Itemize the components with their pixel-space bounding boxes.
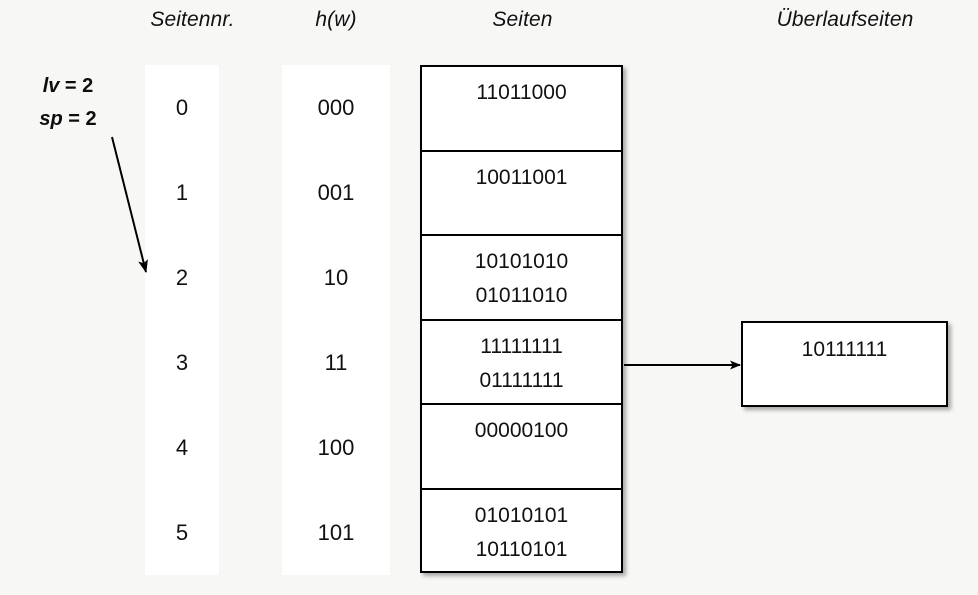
record-value: 01011010 [475, 284, 568, 308]
parameter-lv-name: lv [42, 75, 60, 97]
parameter-lv: lv = 2 [8, 70, 128, 103]
bucket-table-seiten: 11011000 10011001 10101010 01011010 1111… [420, 65, 623, 573]
column-hash-value: 000 001 10 11 100 101 [282, 65, 390, 575]
record-value: 10110101 [475, 537, 568, 561]
parameter-sp: sp = 2 [8, 103, 128, 136]
seitennr-cell: 5 [175, 519, 189, 545]
hash-parameters: lv = 2 sp = 2 [8, 70, 128, 136]
record-value: 00000100 [474, 419, 569, 443]
parameter-sp-value: = 2 [62, 108, 97, 130]
record-value: 01111111 [479, 368, 564, 392]
record-value: 10011001 [475, 165, 568, 189]
overflow-page-box: 10111111 [741, 321, 948, 407]
record-value: 01010101 [474, 503, 569, 527]
column-header-ueberlaufseiten: Überlaufseiten [776, 8, 914, 31]
hash-value-cell: 101 [317, 519, 355, 545]
column-seitennr: 0 1 2 3 4 5 [145, 65, 219, 575]
bucket-page-row: 11111111 01111111 [422, 321, 621, 406]
hash-value-cell: 11 [324, 349, 348, 375]
hash-value-cell: 000 [317, 94, 355, 120]
bucket-page-row: 10101010 01011010 [422, 236, 621, 321]
column-header-seiten: Seiten [492, 8, 553, 31]
hash-value-cell: 100 [317, 434, 355, 460]
parameter-sp-name: sp [39, 108, 63, 130]
split-pointer-arrow [111, 136, 148, 273]
record-value: 11111111 [480, 334, 563, 358]
seitennr-cell: 3 [175, 349, 189, 375]
column-header-seitennr: Seitennr. [150, 8, 235, 31]
seitennr-cell: 4 [175, 434, 189, 460]
hash-value-cell: 001 [317, 179, 355, 205]
seitennr-cell: 1 [175, 179, 189, 205]
bucket-page-row: 01010101 10110101 [422, 490, 621, 575]
bucket-page-row: 10011001 [422, 152, 621, 237]
record-value: 10111111 [801, 338, 888, 361]
record-value: 10101010 [474, 250, 569, 274]
bucket-page-row: 00000100 [422, 405, 621, 490]
bucket-page-row: 11011000 [422, 67, 621, 152]
hash-value-cell: 10 [323, 264, 349, 290]
record-value: 11011000 [476, 81, 567, 104]
column-header-hw: h(w) [315, 8, 357, 31]
seitennr-cell: 2 [175, 264, 189, 290]
seitennr-cell: 0 [175, 94, 189, 120]
parameter-lv-value: = 2 [59, 75, 94, 97]
